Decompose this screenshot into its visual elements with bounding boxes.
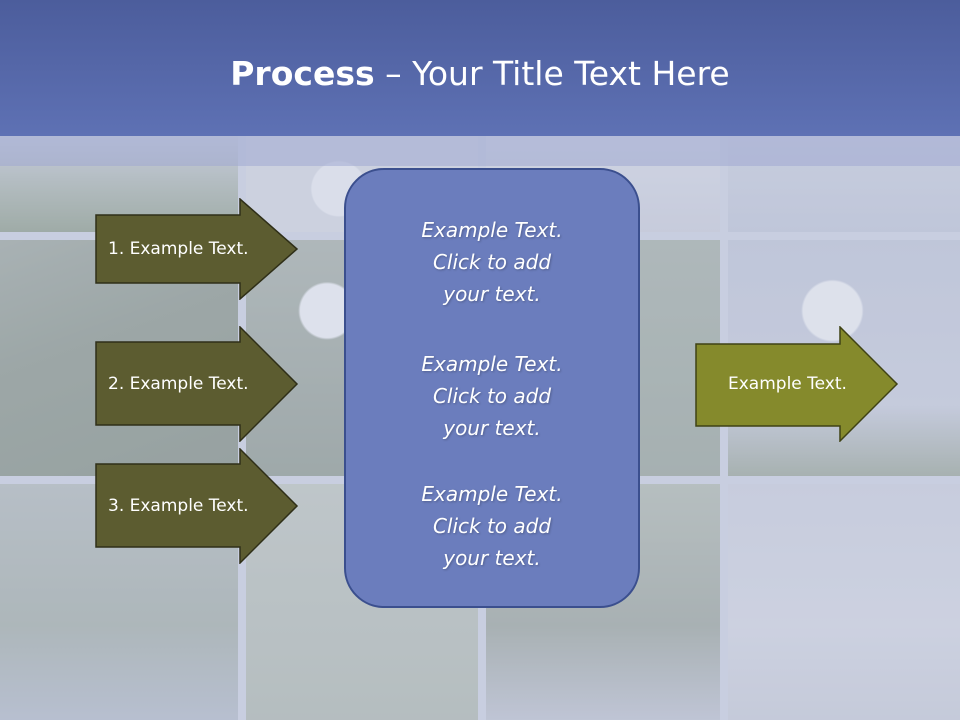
title-bar [0,0,960,136]
center-text-block-1: Example Text. Click to add your text. [346,214,638,310]
arrow-shape [95,448,299,564]
center-text-line: Example Text. [421,482,563,506]
slide-title[interactable]: Process – Your Title Text Here [0,52,960,96]
arrow-shape [695,326,899,442]
center-text-line: Example Text. [421,218,563,242]
title-band [0,136,960,166]
center-text-line: your text. [443,546,541,570]
center-text-box[interactable]: Example Text. Click to add your text. Ex… [344,168,640,608]
center-text-line: your text. [443,416,541,440]
center-text-block-2: Example Text. Click to add your text. [346,348,638,444]
slide-title-rest: – Your Title Text Here [374,54,730,93]
step-arrow-2[interactable]: 2. Example Text. [95,326,299,442]
step-arrow-label: 3. Example Text. [108,496,249,516]
arrow-shape [95,198,299,300]
slide-title-bold: Process [230,54,375,93]
step-arrow-1[interactable]: 1. Example Text. [95,198,299,300]
center-text-block-3: Example Text. Click to add your text. [346,478,638,574]
background-photo-tile [728,484,960,720]
arrow-shape [95,326,299,442]
center-text-line: Click to add [432,384,552,408]
result-arrow[interactable]: Example Text. [695,326,899,442]
center-text-line: Click to add [432,514,552,538]
center-text-line: Example Text. [421,352,563,376]
center-text-line: Click to add [432,250,552,274]
step-arrow-label: 1. Example Text. [108,239,249,259]
step-arrow-3[interactable]: 3. Example Text. [95,448,299,564]
result-arrow-label: Example Text. [728,374,847,394]
step-arrow-label: 2. Example Text. [108,374,249,394]
center-text-line: your text. [443,282,541,306]
